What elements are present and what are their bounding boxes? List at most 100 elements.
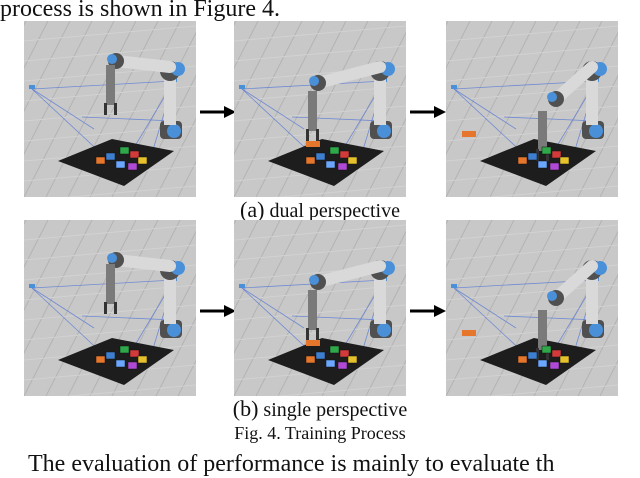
floor-grid-line: [467, 220, 559, 396]
floor-grid-line: [45, 220, 137, 396]
floor-grid-line: [64, 384, 196, 396]
floor-grid-line: [234, 220, 281, 312]
camera-frustum-line: [31, 287, 95, 329]
sim-panel-single-grasping: [234, 220, 406, 396]
floor-grid-line: [234, 220, 325, 396]
robot-column: [586, 79, 598, 125]
gripper-finger: [104, 302, 107, 314]
floor-grid-line: [577, 117, 618, 197]
block-object: [137, 156, 148, 165]
floor-grid-line: [234, 220, 259, 269]
block-object: [559, 156, 570, 165]
block-object: [129, 349, 140, 358]
block-object: [339, 349, 350, 358]
floor-grid-line: [24, 220, 93, 355]
floor-grid-line: [446, 21, 493, 113]
floor-grid-line: [446, 220, 515, 355]
sim-panel-dual-placed: [446, 21, 618, 197]
floor-grid-line: [234, 21, 281, 113]
placed-block: [462, 131, 476, 137]
robot-elbow-joint: [107, 253, 117, 263]
robot-elbow-joint: [309, 76, 319, 86]
gripper-finger: [536, 348, 539, 360]
robot-column: [164, 278, 176, 324]
camera-frustum-line: [31, 279, 175, 289]
block-object: [527, 152, 538, 161]
robot-wrist: [538, 310, 547, 350]
floor-grid-line: [446, 21, 515, 156]
floor-grid-line: [365, 117, 406, 197]
camera-marker: [239, 284, 245, 288]
floor-grid-line: [24, 21, 71, 113]
block-object: [337, 162, 348, 171]
floor-grid-line: [446, 21, 471, 70]
camera-frustum-line: [81, 315, 175, 321]
floor-grid-line: [577, 316, 618, 396]
robot-elbow-joint: [547, 92, 557, 102]
floor-grid-line: [234, 244, 406, 261]
block-object: [537, 359, 548, 368]
floor-grid-line: [446, 220, 493, 312]
floor-grid-line: [45, 21, 137, 197]
floor-grid-line: [24, 220, 71, 312]
block-object: [95, 355, 106, 364]
floor-grid-line: [234, 25, 406, 42]
floor-grid-line: [486, 384, 618, 396]
robot-wrist: [106, 264, 115, 304]
floor-grid-line: [64, 185, 196, 197]
grasped-block: [306, 141, 320, 147]
floor-grid-line: [234, 220, 303, 355]
gripper-finger: [316, 328, 319, 340]
robot-base-joint: [589, 124, 603, 138]
block-object: [517, 156, 528, 165]
robot-upper-arm: [110, 254, 176, 272]
floor-grid-line: [446, 21, 537, 197]
block-object: [137, 355, 148, 364]
block-object: [105, 152, 116, 161]
camera-frustum-line: [453, 287, 517, 329]
camera-frustum-line: [81, 116, 175, 122]
floor-grid-line: [446, 244, 618, 261]
robot-base-joint: [167, 124, 181, 138]
robot-upper-arm: [312, 61, 386, 89]
grasped-block: [306, 340, 320, 346]
floor-grid-line: [24, 220, 49, 269]
block-object: [527, 351, 538, 360]
gripper-finger: [114, 103, 117, 115]
floor-grid-line: [24, 21, 93, 156]
floor-grid-line: [155, 117, 196, 197]
block-object: [305, 156, 316, 165]
camera-frustum-line: [503, 315, 597, 321]
floor-grid-line: [234, 21, 325, 197]
robot-elbow-joint: [107, 54, 117, 64]
caption-dual-perspective: (a) dual perspective: [240, 197, 400, 222]
block-object: [119, 345, 130, 354]
floor-grid-line: [446, 220, 537, 396]
camera-frustum-line: [31, 80, 175, 90]
sim-panel-single-start: [24, 220, 196, 396]
floor-grid-line: [255, 21, 347, 197]
block-object: [329, 345, 340, 354]
block-object: [559, 355, 570, 364]
block-object: [541, 146, 552, 155]
camera-frustum-line: [31, 88, 95, 130]
block-object: [347, 355, 358, 364]
block-object: [315, 351, 326, 360]
gripper-finger: [316, 129, 319, 141]
block-object: [105, 351, 116, 360]
robot-base-joint: [167, 323, 181, 337]
robot-upper-arm: [110, 55, 176, 73]
floor-grid-line: [467, 21, 559, 197]
floor-grid-line: [24, 21, 49, 70]
floor-grid-line: [24, 224, 196, 241]
floor-grid-line: [486, 185, 618, 197]
floor-grid-line: [446, 224, 618, 241]
robot-column: [374, 79, 386, 125]
block-object: [127, 162, 138, 171]
robot-base-joint: [377, 323, 391, 337]
gripper-finger: [306, 129, 309, 141]
gripper-finger: [546, 149, 549, 161]
robot-elbow-joint: [547, 291, 557, 301]
floor-grid-line: [274, 384, 406, 396]
block-object: [337, 361, 348, 370]
